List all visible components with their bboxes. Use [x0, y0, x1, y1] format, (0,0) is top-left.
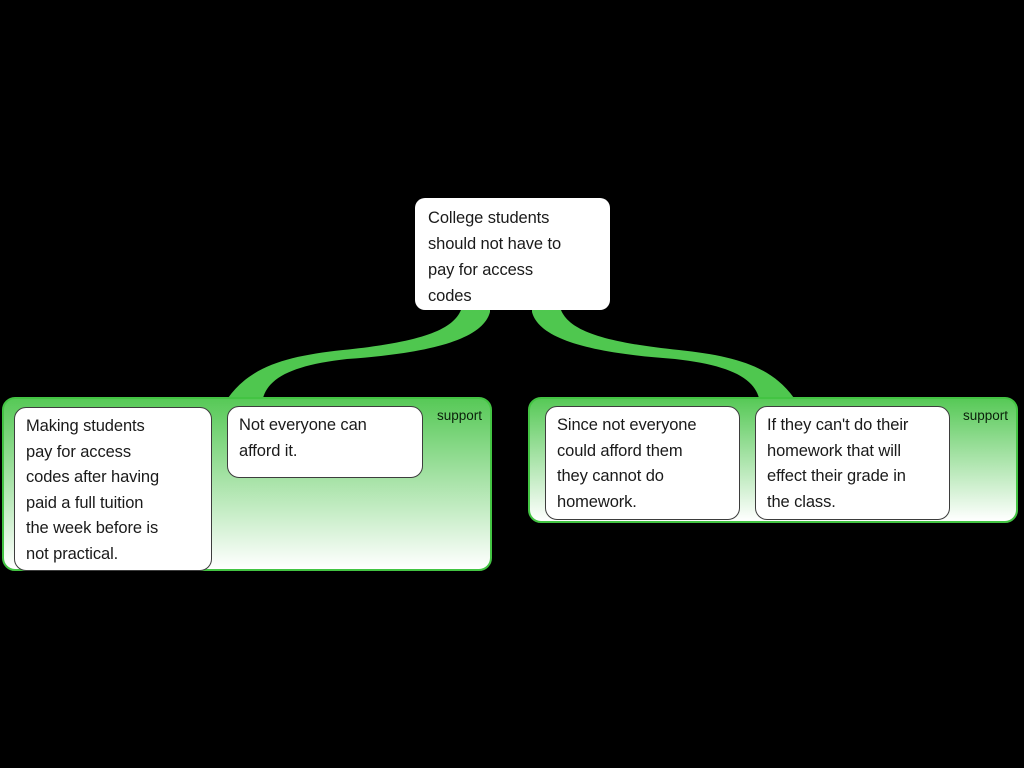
support-group-right-label: support	[962, 408, 1008, 423]
premise-node-effect-grade[interactable]: If they can't do their homework that wil…	[755, 406, 950, 520]
premise-node-cannot-do-homework[interactable]: Since not everyone could afford them the…	[545, 406, 740, 520]
support-group-left-label: support	[436, 408, 482, 423]
premise-node-cannot-afford[interactable]: Not everyone can afford it.	[227, 406, 423, 478]
support-edge-left	[228, 303, 490, 398]
support-edge-right	[532, 303, 794, 398]
premise-node-not-practical[interactable]: Making students pay for access codes aft…	[14, 407, 212, 571]
support-group-right[interactable]: support Since not everyone could afford …	[528, 397, 1018, 523]
support-group-left[interactable]: support Making students pay for access c…	[2, 397, 492, 571]
root-claim-node[interactable]: College students should not have to pay …	[415, 198, 610, 310]
